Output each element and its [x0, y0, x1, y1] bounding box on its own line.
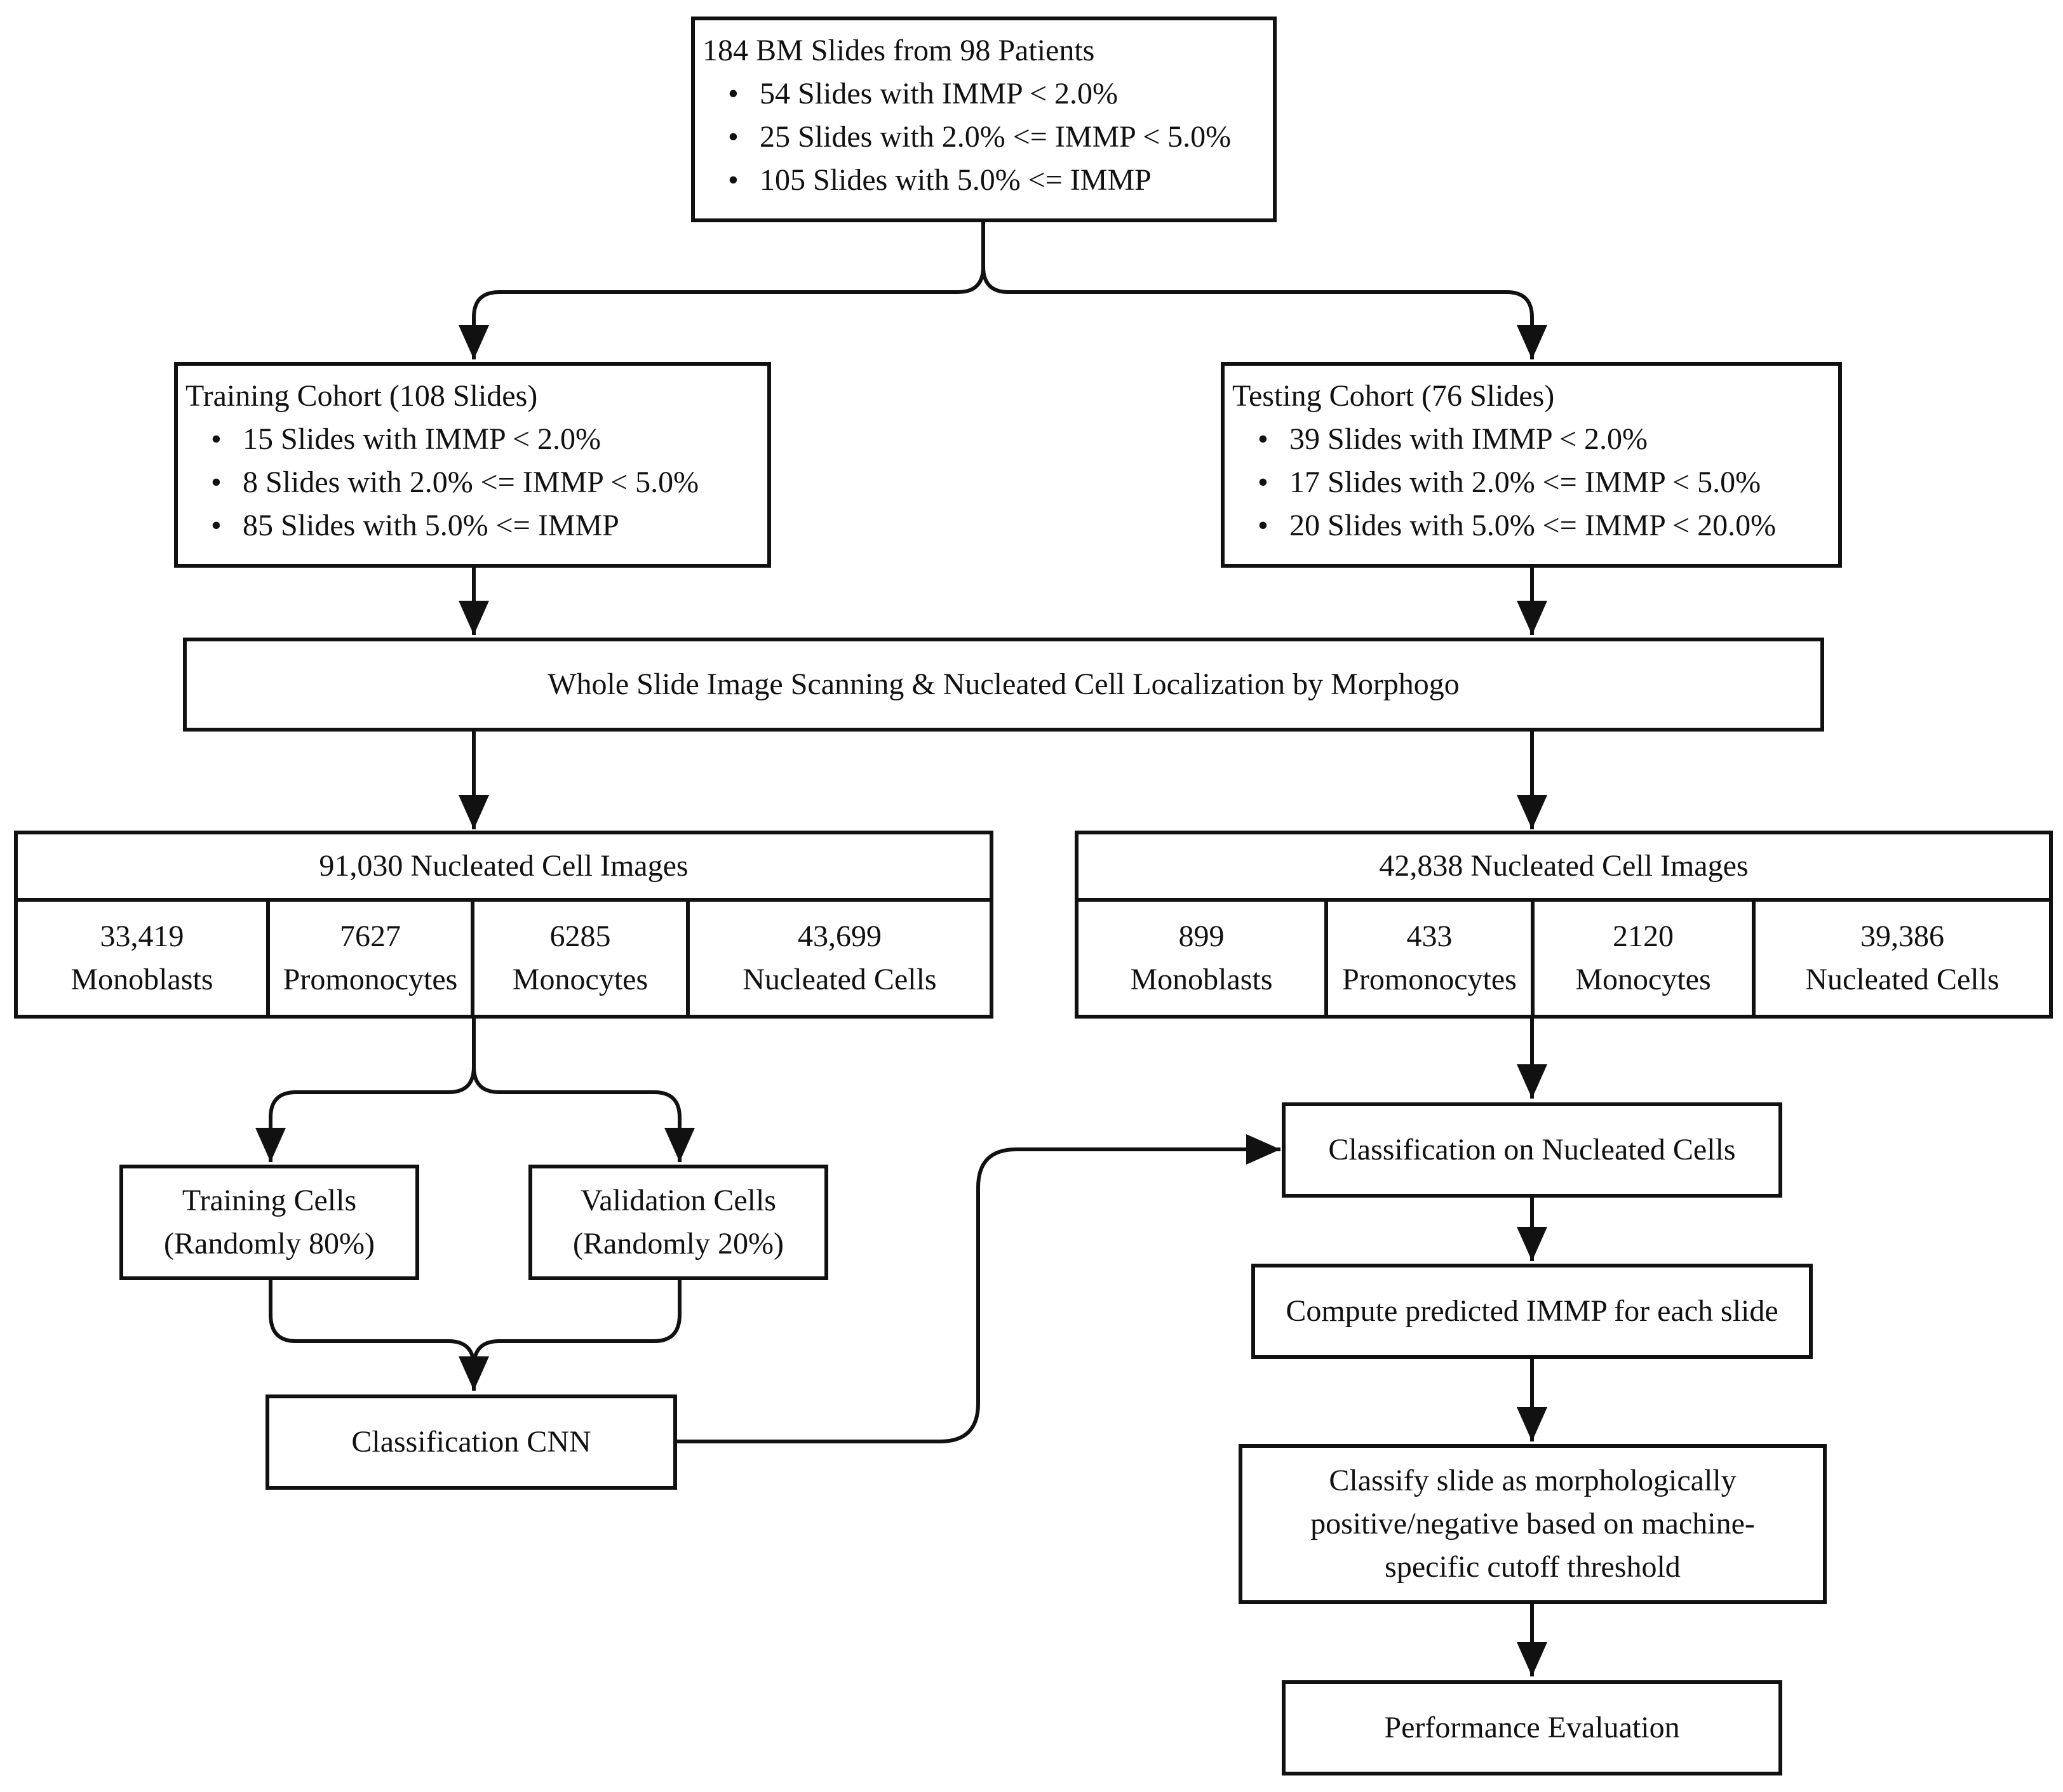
validation-cells-box: Validation Cells (Randomly 20%) — [528, 1165, 828, 1280]
connector-validation-to-cnn — [472, 1280, 682, 1367]
top-summary-item: 105 Slides with 5.0% <= IMMP — [728, 159, 1273, 202]
cell-label: Nucleated Cells — [1805, 963, 1999, 996]
classification-box: Classification on Nucleated Cells — [1282, 1102, 1782, 1198]
training-cohort-item: 85 Slides with 5.0% <= IMMP — [211, 504, 767, 547]
cell-count: 6285 — [549, 919, 611, 953]
test-images-table: 42,838 Nucleated Cell Images 899 Monobla… — [1075, 831, 2053, 1019]
connector-top-to-testing — [981, 222, 1547, 359]
train-cell-monocytes: 6285 Monocytes — [474, 902, 690, 1015]
cell-count: 433 — [1406, 919, 1453, 953]
top-summary-box: 184 BM Slides from 98 Patients 54 Slides… — [691, 17, 1277, 222]
cell-count: 7627 — [340, 919, 401, 953]
scanning-box: Whole Slide Image Scanning & Nucleated C… — [183, 638, 1824, 732]
scanning-label: Whole Slide Image Scanning & Nucleated C… — [548, 667, 1460, 701]
train-cell-monoblasts: 33,419 Monoblasts — [18, 902, 270, 1015]
test-cell-nucleated: 39,386 Nucleated Cells — [1756, 902, 2049, 1015]
connector-training-to-cnn — [269, 1280, 489, 1391]
cell-count: 43,699 — [798, 919, 882, 953]
cell-label: Promonocytes — [1342, 963, 1517, 996]
cell-label: Monocytes — [512, 963, 648, 996]
training-cells-title: Training Cells — [182, 1184, 357, 1217]
train-cell-nucleated: 43,699 Nucleated Cells — [690, 902, 990, 1015]
test-images-title: 42,838 Nucleated Cell Images — [1379, 849, 1749, 883]
connector-to-validation-cells — [472, 1016, 695, 1162]
performance-box: Performance Evaluation — [1282, 1680, 1782, 1775]
cell-label: Monoblasts — [71, 963, 213, 996]
cell-count: 2120 — [1613, 919, 1674, 953]
cell-label: Monocytes — [1575, 963, 1711, 996]
training-cohort-title: Training Cohort (108 Slides) — [185, 379, 538, 413]
cell-label: Nucleated Cells — [743, 963, 937, 996]
compute-immp-box: Compute predicted IMMP for each slide — [1251, 1264, 1813, 1359]
train-images-table: 91,030 Nucleated Cell Images 33,419 Mono… — [14, 831, 993, 1019]
validation-cells-subtitle: (Randomly 20%) — [573, 1227, 784, 1260]
connector-to-training-cells — [255, 1016, 476, 1162]
classification-cnn-label: Classification CNN — [351, 1425, 591, 1459]
connector-cnn-to-classification — [677, 1134, 1280, 1443]
classification-label: Classification on Nucleated Cells — [1328, 1133, 1736, 1167]
validation-cells-title: Validation Cells — [581, 1184, 776, 1217]
top-summary-title: 184 BM Slides from 98 Patients — [702, 34, 1095, 67]
train-images-title: 91,030 Nucleated Cell Images — [319, 849, 689, 883]
classify-slide-box: Classify slide as morphologically positi… — [1239, 1444, 1827, 1604]
top-summary-item: 25 Slides with 2.0% <= IMMP < 5.0% — [728, 116, 1273, 159]
testing-cohort-item: 17 Slides with 2.0% <= IMMP < 5.0% — [1258, 461, 1838, 504]
cell-count: 33,419 — [100, 919, 184, 953]
test-images-title-row: 42,838 Nucleated Cell Images — [1079, 834, 2049, 902]
classify-slide-line: Classify slide as morphologically — [1329, 1464, 1737, 1497]
test-cell-monoblasts: 899 Monoblasts — [1079, 902, 1328, 1015]
cell-count: 39,386 — [1860, 919, 1944, 953]
top-summary-item: 54 Slides with IMMP < 2.0% — [728, 72, 1273, 116]
training-cohort-item: 15 Slides with IMMP < 2.0% — [211, 418, 767, 461]
train-images-title-row: 91,030 Nucleated Cell Images — [18, 834, 990, 902]
train-cell-promonocytes: 7627 Promonocytes — [270, 902, 474, 1015]
classify-slide-line: positive/negative based on machine- — [1310, 1507, 1755, 1541]
training-cohort-box: Training Cohort (108 Slides) 15 Slides w… — [174, 362, 771, 568]
training-cells-box: Training Cells (Randomly 80%) — [119, 1165, 419, 1280]
classification-cnn-box: Classification CNN — [265, 1394, 677, 1490]
training-cohort-item: 8 Slides with 2.0% <= IMMP < 5.0% — [211, 461, 767, 504]
classify-slide-line: specific cutoff threshold — [1385, 1550, 1681, 1584]
cell-label: Promonocytes — [283, 963, 458, 996]
compute-immp-label: Compute predicted IMMP for each slide — [1286, 1294, 1778, 1328]
testing-cohort-box: Testing Cohort (76 Slides) 39 Slides wit… — [1221, 362, 1842, 568]
performance-label: Performance Evaluation — [1384, 1711, 1680, 1744]
testing-cohort-item: 20 Slides with 5.0% <= IMMP < 20.0% — [1258, 504, 1838, 547]
cell-label: Monoblasts — [1130, 963, 1273, 996]
test-cell-monocytes: 2120 Monocytes — [1535, 902, 1756, 1015]
connector-top-to-training — [459, 222, 985, 359]
training-cells-subtitle: (Randomly 80%) — [164, 1227, 375, 1260]
cell-count: 899 — [1178, 919, 1225, 953]
test-cell-promonocytes: 433 Promonocytes — [1328, 902, 1535, 1015]
testing-cohort-title: Testing Cohort (76 Slides) — [1232, 379, 1555, 413]
testing-cohort-item: 39 Slides with IMMP < 2.0% — [1258, 418, 1838, 461]
